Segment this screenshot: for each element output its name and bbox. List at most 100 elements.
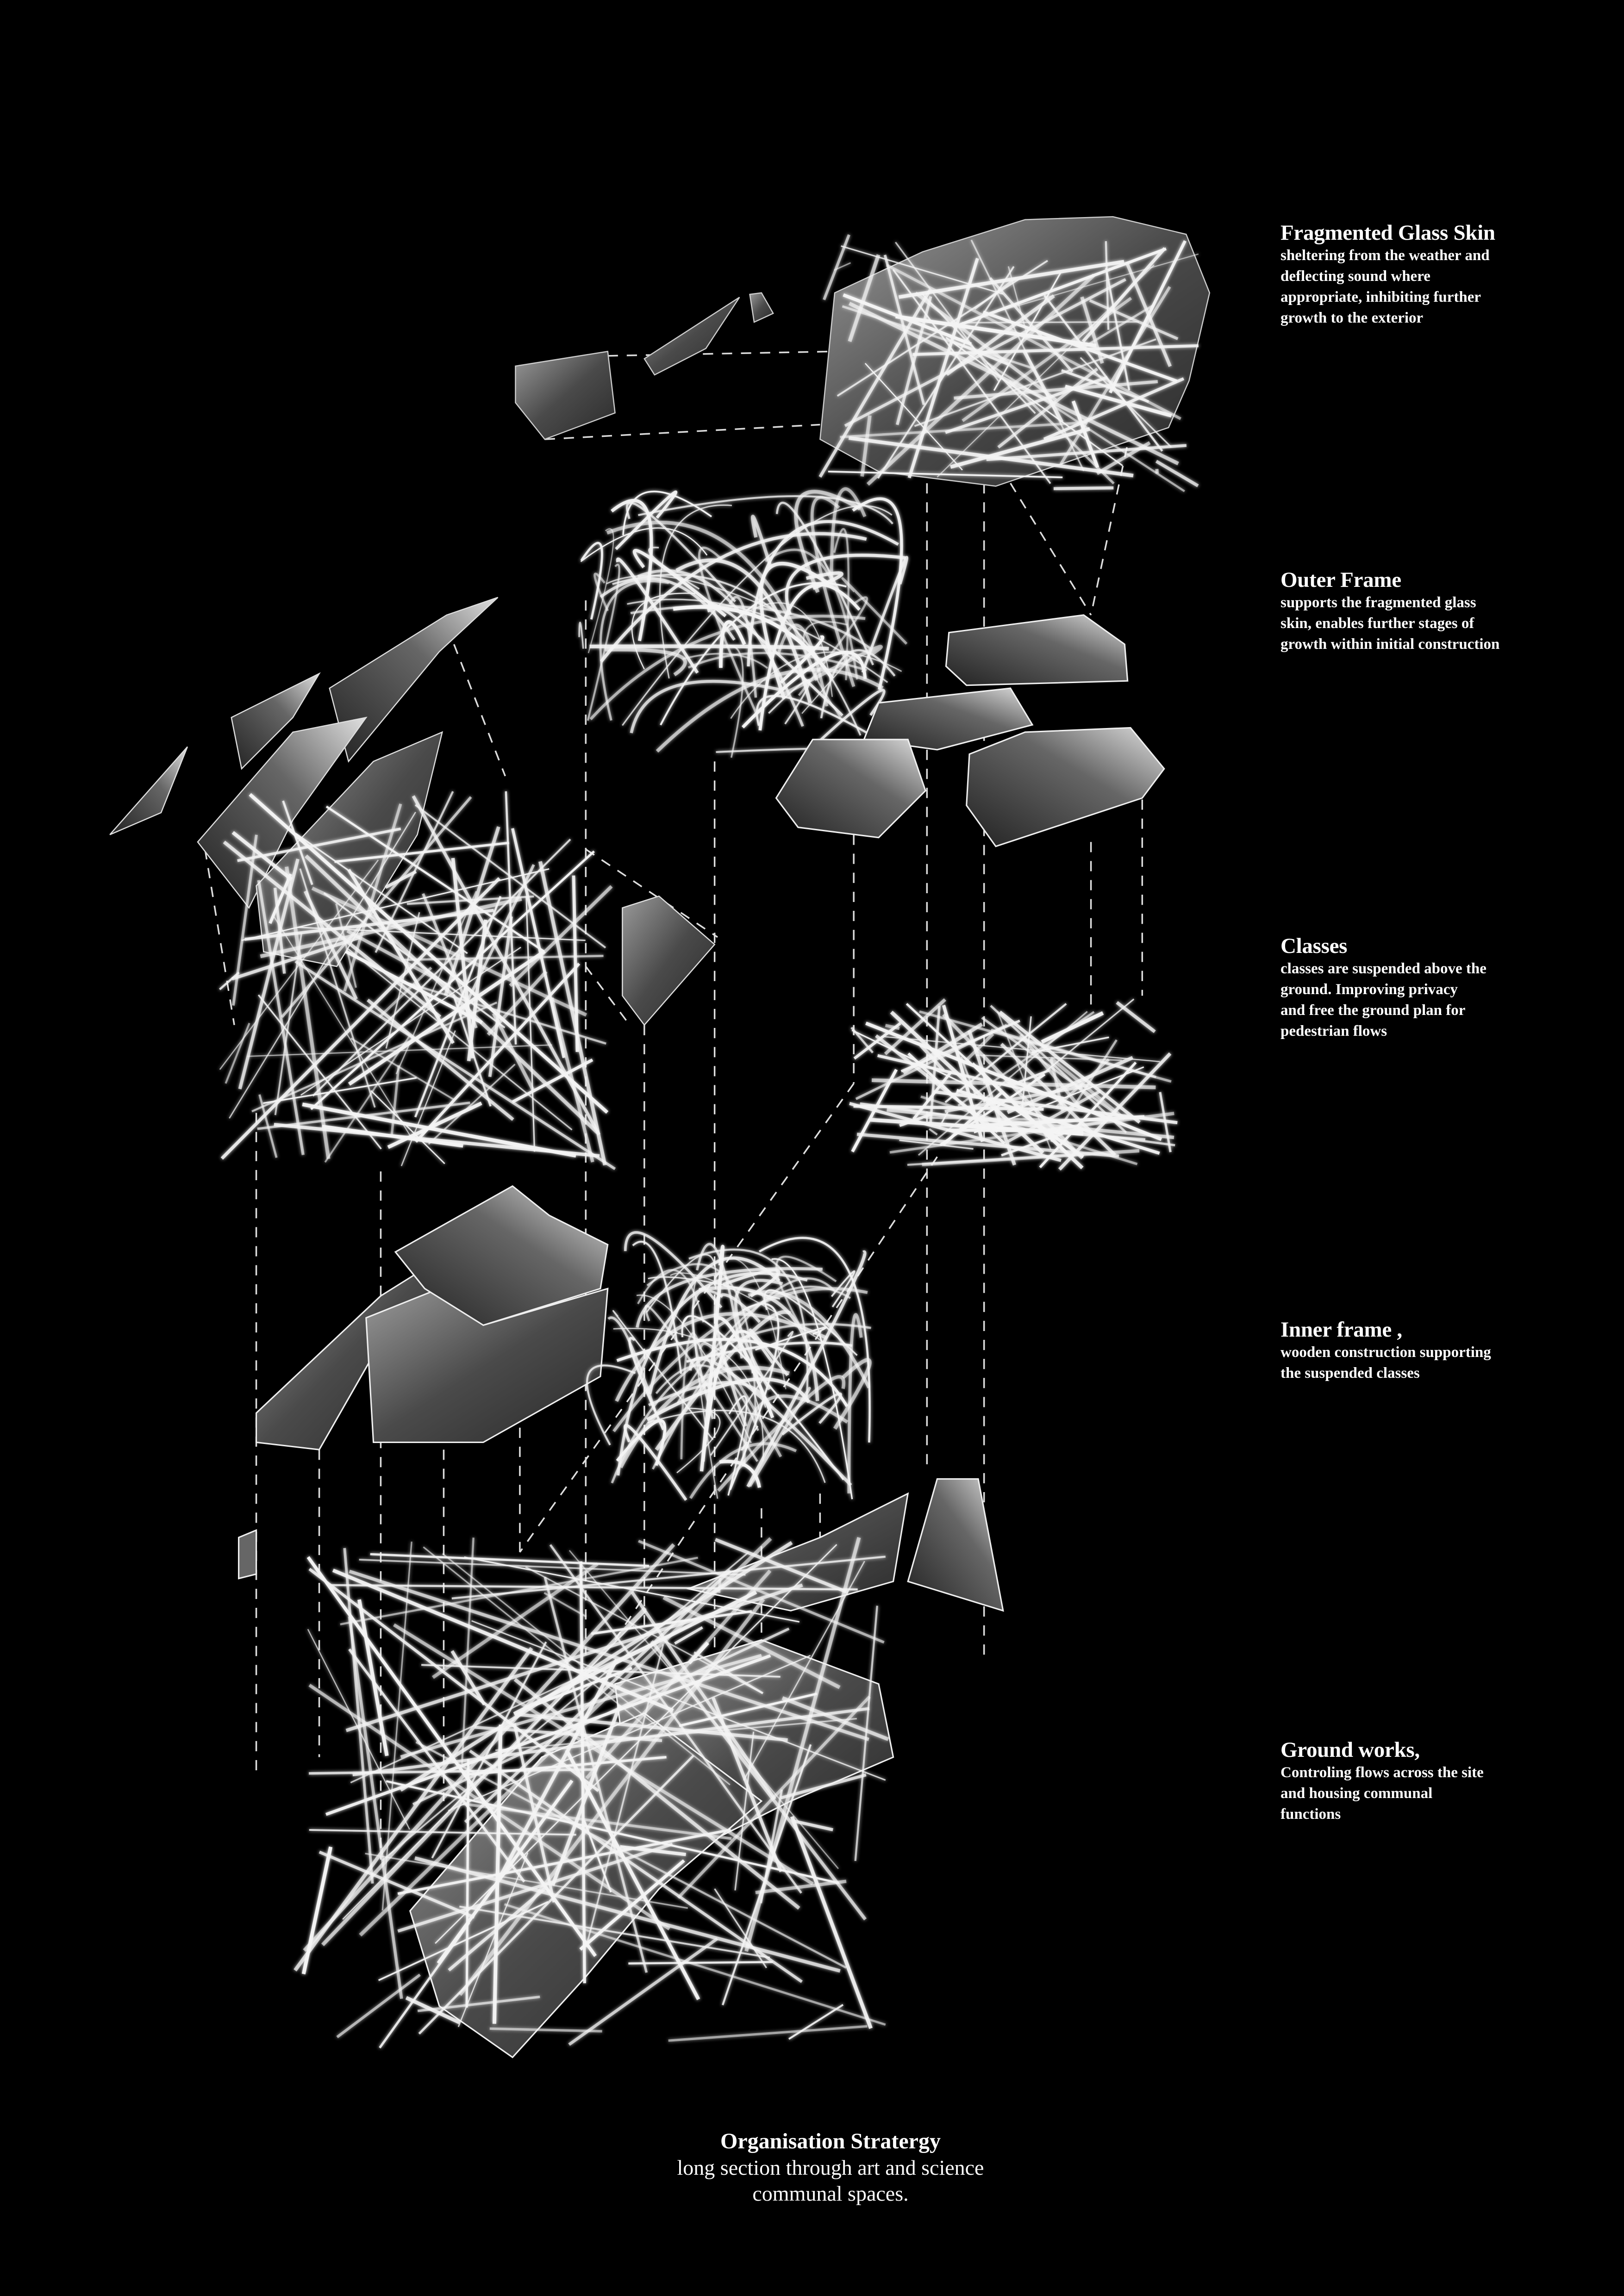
frame-stroke: [1071, 400, 1099, 468]
frame-stroke: [487, 970, 548, 1036]
frame-stroke: [944, 1003, 1067, 1103]
frame-stroke: [1043, 377, 1185, 441]
frame-stroke: [244, 908, 494, 941]
frame-stroke: [378, 1901, 549, 1981]
frame-stroke: [568, 1937, 718, 2046]
frame-stroke: [734, 1279, 783, 1390]
frame-stroke: [734, 1731, 755, 1891]
frame-stroke: [238, 859, 300, 1089]
frame-stroke: [1116, 1001, 1156, 1033]
frame-stroke: [587, 563, 620, 721]
frame-stroke: [828, 470, 1063, 479]
frame-stroke: [742, 1394, 849, 1467]
frame-stroke: [505, 791, 517, 1045]
frame-stroke: [964, 1033, 994, 1062]
frame-stroke: [946, 1128, 1083, 1132]
frame-stroke: [719, 620, 746, 668]
frame-stroke: [681, 1315, 844, 1481]
frame-stroke: [302, 1102, 576, 1158]
frame-stroke: [303, 890, 358, 1000]
frame-stroke: [851, 1029, 971, 1088]
frame-stroke: [359, 1559, 746, 1576]
frame-stroke: [693, 1651, 764, 1694]
frame-stroke: [970, 239, 1085, 472]
layer-title: Inner frame ,: [1280, 1318, 1402, 1342]
frame-stroke: [877, 1054, 1064, 1100]
classes-frame-lines: [849, 998, 1178, 1171]
frame-stroke: [435, 1544, 837, 1944]
frame-stroke: [458, 1598, 765, 1996]
frame-stroke: [692, 1274, 718, 1499]
frame-stroke: [229, 811, 416, 1119]
frame-stroke: [997, 367, 1099, 449]
frame-stroke: [775, 502, 874, 666]
frame-stroke: [309, 1768, 597, 1775]
diagram-caption: Organisation Stratergy long section thro…: [599, 2128, 1062, 2207]
frame-stroke: [960, 1057, 976, 1095]
frame-stroke: [415, 963, 581, 1143]
frame-stroke: [861, 556, 908, 673]
frame-stroke: [257, 994, 382, 1150]
classes-upper-volumes: [775, 614, 1165, 847]
frame-stroke: [719, 1460, 762, 1488]
frame-stroke: [600, 532, 867, 663]
frame-stroke: [986, 444, 1187, 461]
inner-frame-base-volumes: [255, 1185, 609, 1450]
frame-stroke: [442, 1553, 731, 1786]
outer-frame-arcs: [578, 487, 908, 758]
frame-stroke: [462, 1802, 732, 1840]
frame-stroke: [886, 263, 1181, 420]
frame-stroke: [572, 875, 579, 1052]
frame-stroke: [579, 1561, 586, 1984]
layer-label-classes: Classes classes are suspended above the …: [1280, 933, 1605, 1042]
frame-stroke: [464, 1556, 800, 1623]
frame-stroke: [1000, 1043, 1117, 1157]
frame-stroke: [830, 487, 867, 587]
frame-stroke: [304, 854, 599, 1134]
frame-stroke: [887, 1108, 1174, 1139]
frame-stroke: [810, 496, 856, 687]
frame-stroke: [263, 1077, 417, 1104]
frame-stroke: [668, 2025, 868, 2042]
frame-stroke: [1007, 266, 1028, 337]
frame-stroke: [1009, 1069, 1050, 1087]
frame-stroke: [249, 793, 609, 1114]
frame-stroke: [755, 1879, 847, 1894]
frame-stroke: [834, 262, 851, 271]
frame-stroke: [295, 833, 468, 954]
frame-stroke: [636, 1267, 823, 1328]
frame-stroke: [1050, 1112, 1174, 1131]
left-outer-frame-lines: [219, 791, 616, 1170]
frame-stroke: [841, 245, 1004, 295]
frame-stroke: [624, 1231, 723, 1308]
frame-stroke: [840, 421, 1087, 439]
frame-stroke: [714, 1888, 767, 1968]
frame-stroke: [406, 895, 534, 905]
frame-stroke: [294, 1647, 533, 1972]
frame-stroke: [251, 1002, 498, 1113]
layer-title: Fragmented Glass Skin: [1280, 221, 1495, 245]
frame-stroke: [282, 800, 313, 885]
frame-stroke: [437, 1780, 574, 1964]
frame-stroke: [237, 827, 401, 862]
frame-stroke: [512, 1058, 593, 1104]
frame-stroke: [748, 1290, 871, 1388]
frame-stroke: [805, 689, 886, 754]
frame-stroke: [764, 548, 858, 680]
frame-stroke: [390, 1065, 400, 1137]
frame-stroke: [319, 1850, 475, 1919]
frame-stroke: [343, 1548, 374, 1884]
frame-stroke: [727, 1395, 748, 1496]
frame-stroke: [578, 622, 584, 649]
frame-stroke: [881, 1036, 1160, 1063]
frame-stroke: [417, 1995, 540, 2012]
frame-stroke: [617, 1272, 808, 1476]
frame-stroke: [257, 880, 305, 1155]
frame-stroke: [348, 1616, 403, 1999]
frame-stroke: [312, 839, 571, 1097]
frame-stroke: [646, 1377, 811, 1421]
frame-stroke: [1043, 294, 1163, 452]
frame-stroke: [756, 695, 881, 741]
frame-stroke: [990, 1005, 1127, 1134]
frame-stroke: [400, 1541, 793, 1792]
